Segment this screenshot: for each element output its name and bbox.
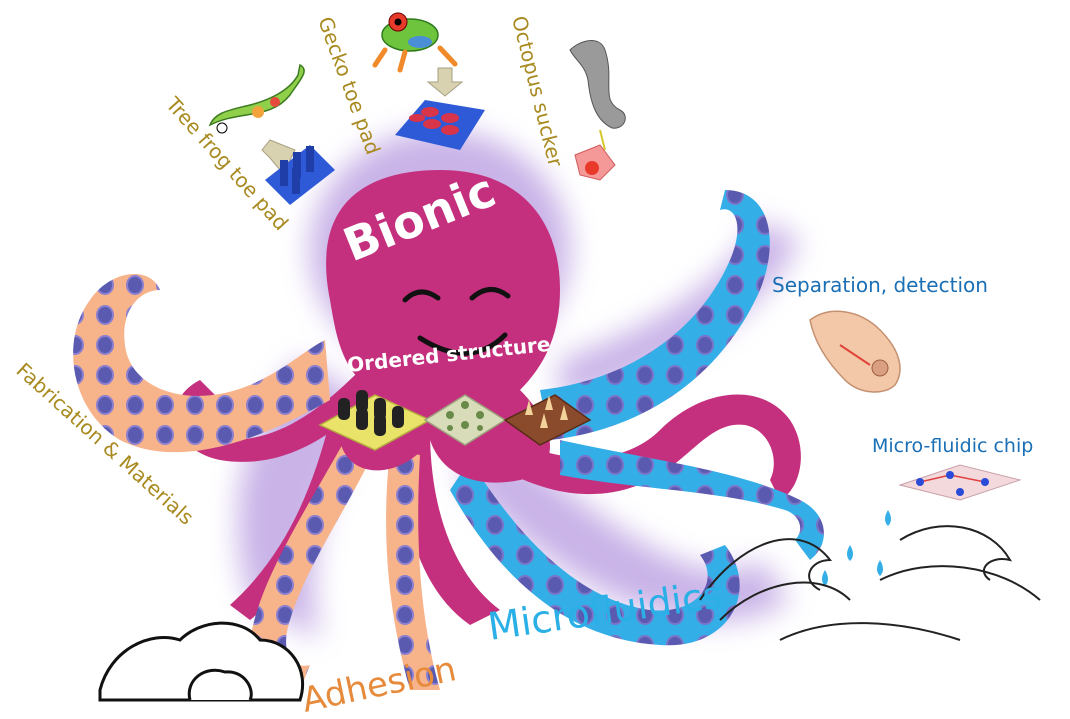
label-separation: Separation, detection [772,273,988,297]
lizard-icon [210,65,304,133]
sucker-icon [575,145,615,180]
label-gecko: Gecko toe pad [313,14,385,158]
chip-icon [900,465,1020,500]
hand-icon [810,311,900,392]
frog-icon [375,13,455,70]
label-adhesion: Adhesion [299,649,460,719]
label-microfluidic-chip: Micro-fluidic chip [872,435,1033,457]
label-octopus: Octopus sucker [507,13,568,169]
arrow-down-icon-2 [428,68,462,96]
octopus-tentacle-icon [570,41,625,150]
droplets [822,510,891,586]
